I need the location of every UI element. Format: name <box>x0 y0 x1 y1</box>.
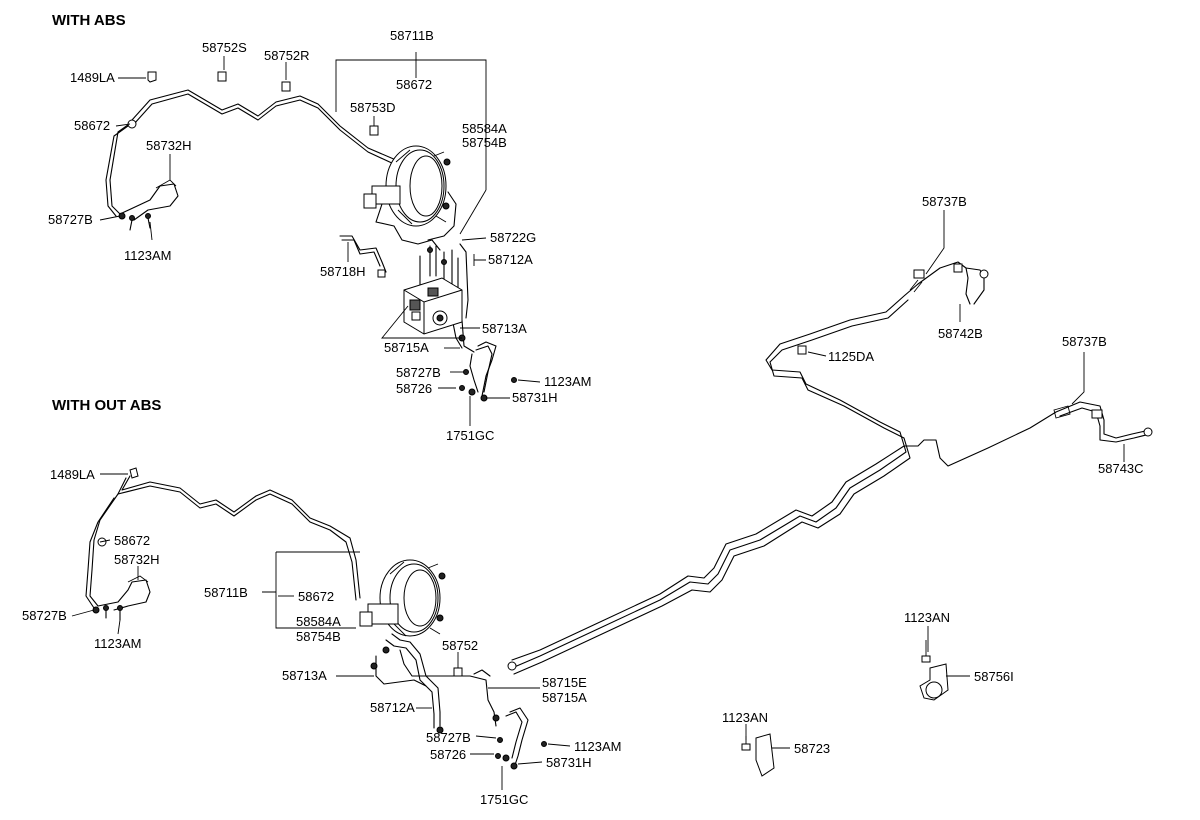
label-58737B: 58737B <box>922 194 967 209</box>
abs-leaders <box>99 52 541 426</box>
label-58753D: 58753D <box>350 100 396 115</box>
label-58723: 58723 <box>794 741 830 756</box>
label-58743C: 58743C <box>1098 461 1144 476</box>
label-58672-box-b: 58672 <box>298 589 334 604</box>
without-abs-heading: WITH OUT ABS <box>52 397 161 414</box>
label-1123AM-2: 1123AM <box>544 374 591 389</box>
label-58711B: 58711B <box>390 28 434 43</box>
non-abs-pipes <box>85 475 529 769</box>
abs-pipes <box>105 89 497 397</box>
label-58711B-b: 58711B <box>204 585 248 600</box>
abs-brake-booster <box>363 145 451 227</box>
label-58756I: 58756I <box>974 669 1014 684</box>
label-58727B-b: 58727B <box>22 608 67 623</box>
non-abs-labels: 1489LA 58672 58732H 58727B 1123AM 58711B… <box>22 467 621 807</box>
label-58672: 58672 <box>396 77 432 92</box>
label-58752-b: 58752 <box>442 638 478 653</box>
abs-fittings <box>118 71 517 402</box>
label-58712A-b: 58712A <box>370 700 415 715</box>
label-58713A: 58713A <box>482 321 527 336</box>
label-58731H-b: 58731H <box>546 755 592 770</box>
non-abs-brake-booster <box>359 559 446 637</box>
label-58726: 58726 <box>396 381 432 396</box>
label-58715A-b: 58715A <box>542 690 587 705</box>
non-abs-leaders <box>71 473 571 790</box>
label-58726-b: 58726 <box>430 747 466 762</box>
label-1123AM-b: 1123AM <box>94 636 141 651</box>
abs-labels: 1489LA 58752S 58752R 58711B 58672 58753D… <box>48 28 591 443</box>
label-58718H: 58718H <box>320 264 366 279</box>
label-58727B: 58727B <box>48 212 93 227</box>
label-1123AM: 1123AM <box>124 248 171 263</box>
non-abs-fittings <box>92 467 547 770</box>
label-58732H-b: 58732H <box>114 552 160 567</box>
label-58672-left: 58672 <box>74 118 110 133</box>
label-1123AN-2: 1123AN <box>722 710 768 725</box>
label-1123AM-2-b: 1123AM <box>574 739 621 754</box>
label-58672-b: 58672 <box>114 533 150 548</box>
label-1123AN: 1123AN <box>904 610 950 625</box>
label-58752R: 58752R <box>264 48 310 63</box>
rear-labels: 58737B 58742B 1125DA 58737B 58743C <box>807 194 1144 476</box>
label-58722G: 58722G <box>490 230 536 245</box>
label-58584A-b: 58584A <box>296 614 341 629</box>
label-58742B: 58742B <box>938 326 983 341</box>
label-58715E-b: 58715E <box>542 675 587 690</box>
label-58712A: 58712A <box>488 252 533 267</box>
label-1125DA: 1125DA <box>828 349 874 364</box>
label-58754B-b: 58754B <box>296 629 341 644</box>
label-1751GC-b: 1751GC <box>480 792 528 807</box>
label-58731H: 58731H <box>512 390 558 405</box>
abs-hydraulic-modulator <box>403 277 463 335</box>
label-58713A-b: 58713A <box>282 668 327 683</box>
label-1489LA: 1489LA <box>70 70 115 85</box>
label-58715A: 58715A <box>384 340 429 355</box>
clip-parts: 1123AN 58756I 1123AN 58723 <box>722 610 1014 777</box>
label-58727B-2-b: 58727B <box>426 730 471 745</box>
label-58584A: 58584A <box>462 121 507 136</box>
label-1489LA-b: 1489LA <box>50 467 95 482</box>
label-58737B-2: 58737B <box>1062 334 1107 349</box>
label-58732H: 58732H <box>146 138 192 153</box>
label-58727B-2: 58727B <box>396 365 441 380</box>
label-1751GC: 1751GC <box>446 428 494 443</box>
label-58752S: 58752S <box>202 40 247 55</box>
label-58754B: 58754B <box>462 135 507 150</box>
with-abs-heading: WITH ABS <box>52 12 126 29</box>
rear-brake-lines <box>511 261 1153 675</box>
